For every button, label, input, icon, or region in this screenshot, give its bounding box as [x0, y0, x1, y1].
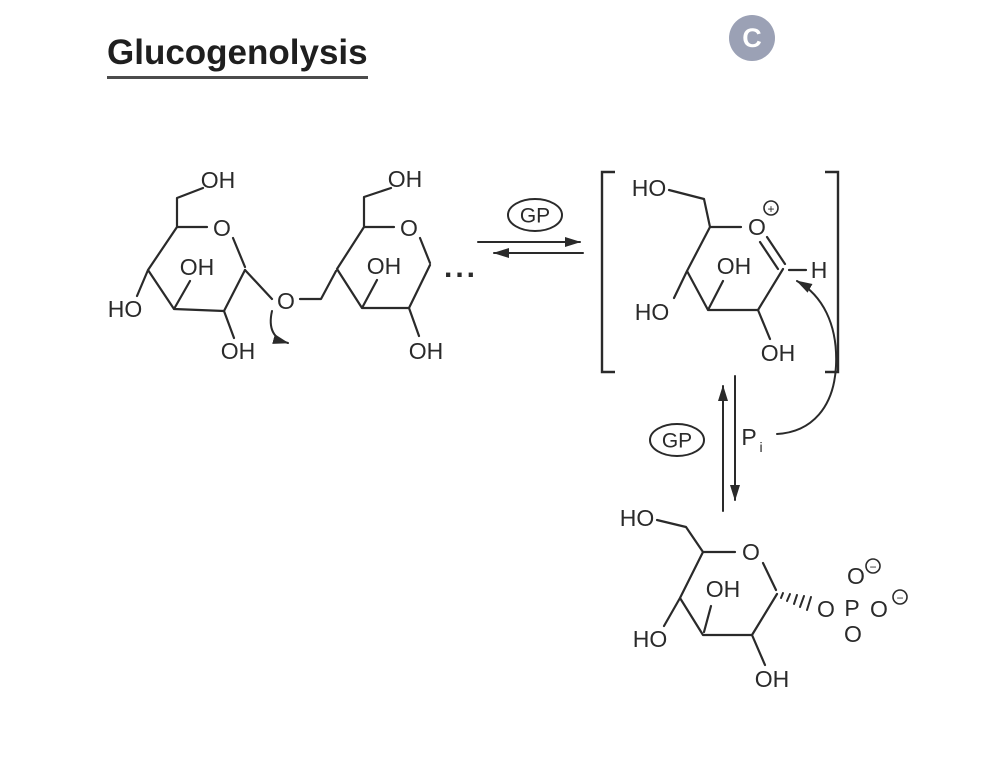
c3-hydroxyl-label: OH [180, 254, 215, 280]
ring-oxygen-label: O [400, 215, 418, 241]
left-bracket [600, 170, 615, 374]
c4-hydroxyl-label: HO [108, 296, 143, 322]
positive-charge-circle [763, 200, 779, 216]
ring-oxygen-label: O [213, 215, 231, 241]
right-bracket [825, 170, 840, 374]
enzyme-oval [649, 423, 705, 457]
gp-equilibrium-vertical: GP P i [649, 280, 838, 512]
negative-charge-circle [892, 589, 908, 605]
c3-hydroxyl-label: OH [706, 576, 741, 602]
top-oxygen-label: O [847, 563, 865, 589]
ring-oxygen-label: O [742, 539, 760, 565]
skeleton-bonds [655, 518, 779, 667]
substrate-glycogen-chain: OH O OH HO OH O OH O OH OH ... [108, 166, 478, 364]
c6-hydroxyl-label: OH [201, 167, 236, 193]
enzyme-label-gp: GP [520, 205, 550, 228]
negative-charge-sign: − [896, 591, 903, 605]
inorganic-phosphate-subscript: i [759, 439, 762, 455]
skeleton-bonds [135, 186, 247, 340]
skeleton-bonds [243, 268, 338, 301]
c3-hydroxyl-label: OH [717, 253, 752, 279]
c2-hydroxyl-label: OH [761, 340, 796, 366]
c6-hydroxyl-label: HO [620, 505, 655, 531]
skeleton-bonds [335, 186, 432, 338]
negative-charge-circle [865, 558, 881, 574]
gp-equilibrium-horizontal: GP [477, 198, 584, 258]
inorganic-phosphate-symbol: P [741, 424, 756, 450]
phosphate-group: O P O − O − O [817, 558, 908, 647]
glycosidic-linkage: O [243, 268, 338, 344]
positive-charge-sign: + [767, 202, 774, 216]
product-glucose-1-phosphate: HO O OH HO OH O P O − O − O [620, 505, 908, 692]
polymer-continuation-dots: ... [444, 251, 478, 284]
substrate-left-ring: OH O OH HO OH [108, 167, 256, 364]
skeleton-bonds [667, 188, 808, 341]
glycosidic-oxygen-label: O [277, 288, 295, 314]
enzyme-oval [507, 198, 563, 232]
negative-charge-sign: − [869, 560, 876, 574]
panel-badge: C [729, 15, 775, 61]
substrate-right-ring: OH O OH OH ... [335, 166, 478, 364]
c2-hydroxyl-label: OH [409, 338, 444, 364]
anomeric-hydrogen-label: H [811, 257, 828, 283]
ring-oxygen-label: O [748, 214, 766, 240]
enzyme-label-gp: GP [662, 430, 692, 453]
c2-hydroxyl-label: OH [755, 666, 790, 692]
hashed-wedge-bond [780, 592, 812, 611]
right-oxygen-label: O [870, 596, 888, 622]
c4-hydroxyl-label: HO [633, 626, 668, 652]
c3-hydroxyl-label: OH [367, 253, 402, 279]
ester-oxygen-label: O [817, 596, 835, 622]
page-title: Glucogenolysis [107, 33, 368, 79]
phosphate-attack-curved-arrow [776, 280, 838, 435]
c6-hydroxyl-label: HO [632, 175, 667, 201]
c4-hydroxyl-label: HO [635, 299, 670, 325]
c6-hydroxyl-label: OH [388, 166, 423, 192]
c2-hydroxyl-label: OH [221, 338, 256, 364]
bottom-oxygen-label: O [844, 621, 862, 647]
phosphorus-label: P [844, 595, 859, 621]
bond-cleavage-curved-arrow [269, 310, 289, 344]
oxygen-c1-double-bond [758, 235, 787, 271]
oxocarbenium-intermediate: HO O + H OH HO OH [600, 170, 840, 374]
